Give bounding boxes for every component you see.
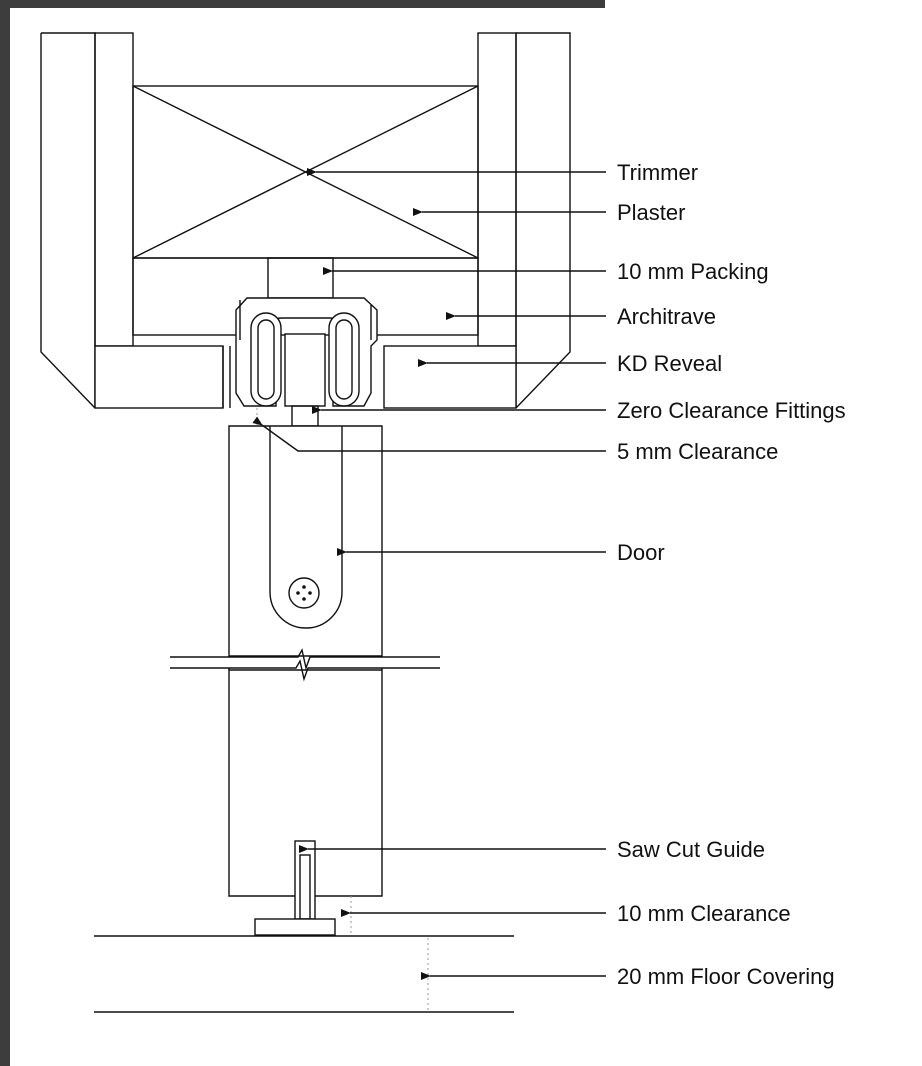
label-top-clearance: 5 mm Clearance	[617, 439, 778, 464]
label-kd-reveal: KD Reveal	[617, 351, 722, 376]
label-packing: 10 mm Packing	[617, 259, 769, 284]
label-floor-covering: 20 mm Floor Covering	[617, 964, 835, 989]
floor-guide	[254, 918, 336, 936]
label-zero-clearance-fittings: Zero Clearance Fittings	[617, 398, 846, 423]
label-architrave: Architrave	[617, 304, 716, 329]
label-door: Door	[617, 540, 665, 565]
leader-lines	[252, 168, 606, 980]
architrave-right	[515, 32, 571, 409]
window-frame-top	[0, 0, 605, 8]
plaster-left	[94, 32, 134, 347]
window-frame-left	[0, 0, 10, 1066]
floor-lines	[94, 935, 514, 1013]
label-plaster: Plaster	[617, 200, 685, 225]
saw-cut-guide	[294, 840, 316, 920]
roller-carriage	[284, 333, 326, 427]
label-bottom-clearance: 10 mm Clearance	[617, 901, 791, 926]
roller-left	[250, 312, 282, 407]
roller-right	[328, 312, 360, 407]
door	[228, 425, 383, 897]
architrave-left	[40, 32, 96, 409]
packing	[132, 257, 479, 336]
label-saw-cut-guide: Saw Cut Guide	[617, 837, 765, 862]
label-trimmer: Trimmer	[617, 160, 698, 185]
break-line	[170, 648, 440, 682]
kd-reveal	[94, 345, 517, 409]
plaster-right	[477, 32, 517, 347]
bolt-icon	[288, 577, 320, 609]
